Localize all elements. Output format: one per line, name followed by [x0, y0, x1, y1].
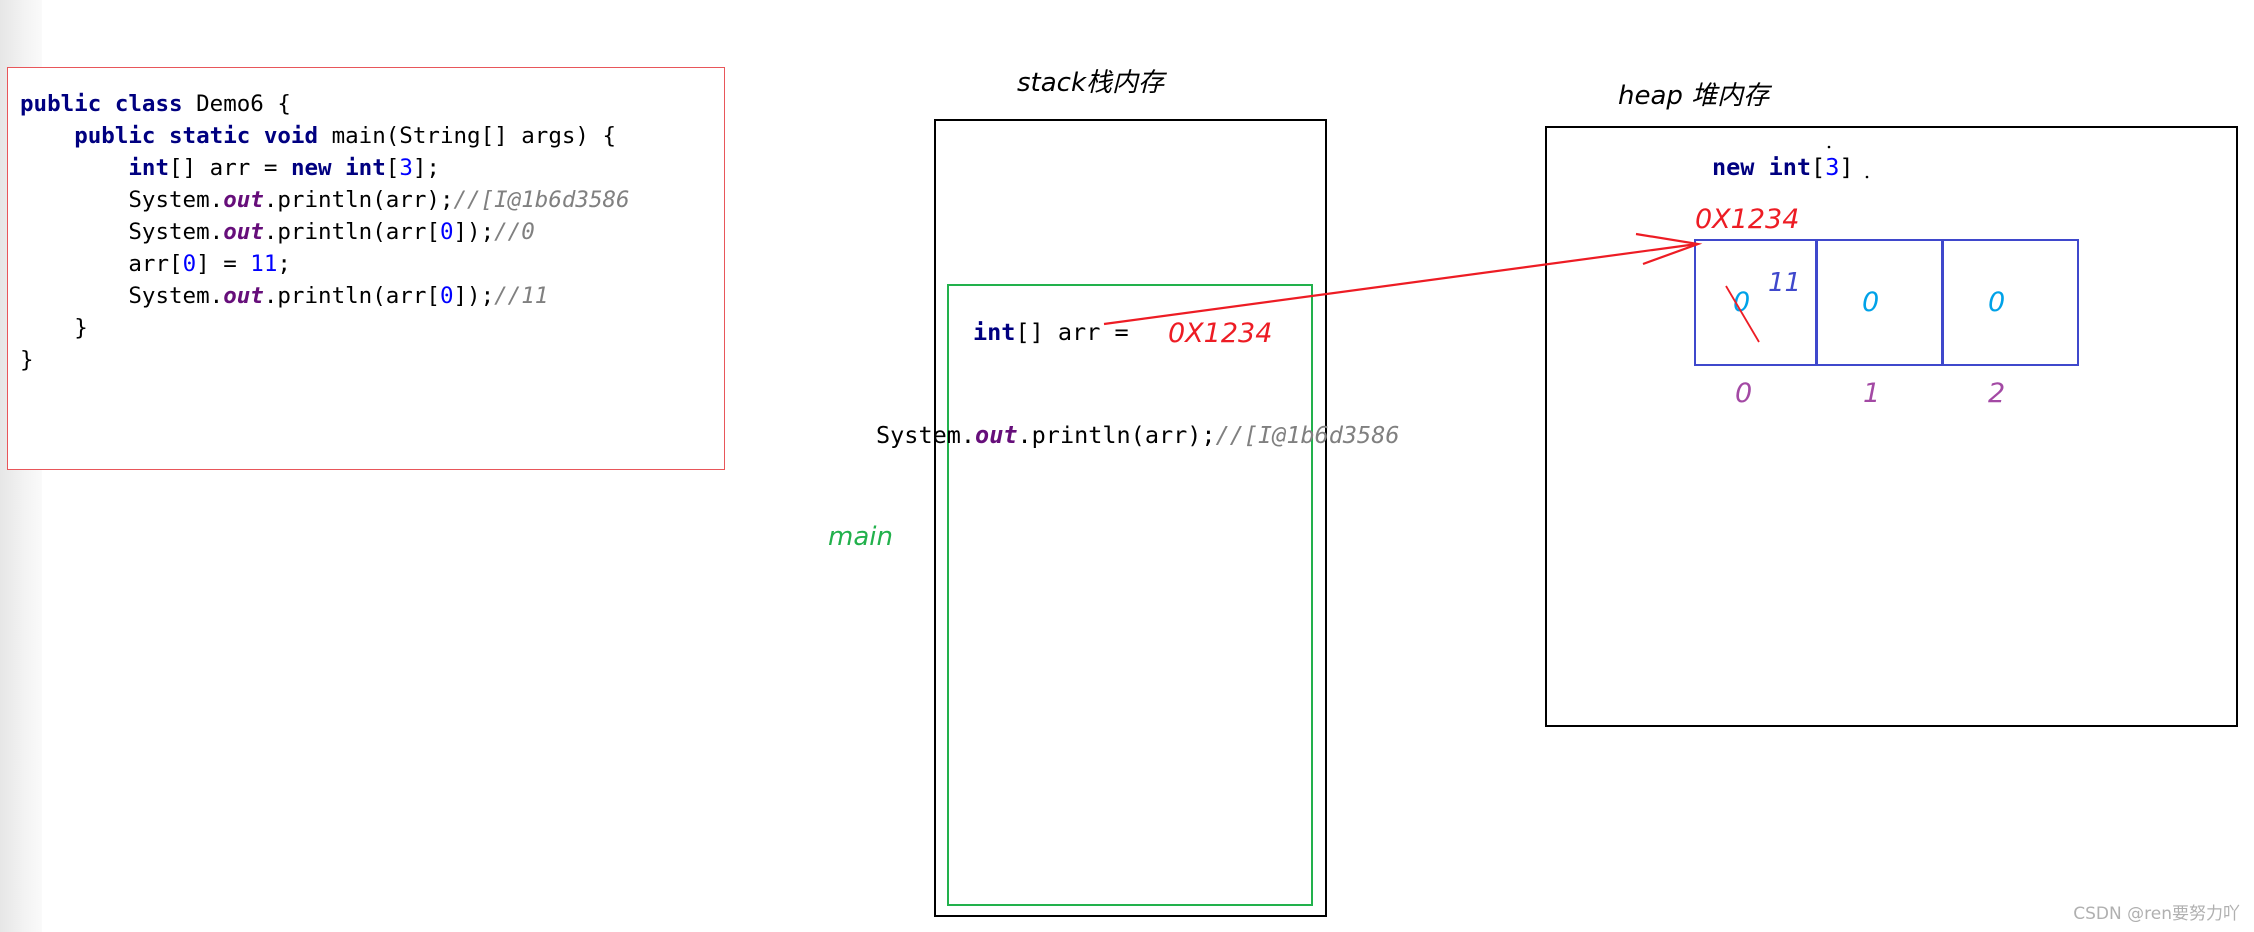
println-statement: System.out.println(arr);//[I@1b6d3586: [876, 421, 1400, 449]
arr-variable-declaration: int[] arr =: [973, 318, 1143, 346]
stack-title: stack栈内存: [1017, 68, 1165, 98]
code-line-5: System.out.println(arr[0]);//0: [128, 219, 535, 245]
code-line-7: System.out.println(arr[0]);//11: [128, 283, 549, 309]
array-cell-0-new-value: 11: [1768, 268, 1802, 298]
strike-through-mark: [1725, 285, 1760, 343]
array-index-2: 2: [1988, 378, 2006, 409]
stack-memory-box: [934, 119, 1327, 917]
array-index-1: 1: [1863, 378, 1881, 409]
main-frame-label: main: [828, 522, 893, 552]
watermark: CSDN @ren要努力吖: [2073, 904, 2240, 924]
array-index-0: 0: [1735, 378, 1753, 409]
stray-dot: [1827, 145, 1831, 149]
code-snippet-box: [7, 67, 725, 470]
code-line-6: arr[0] = 11;: [128, 251, 291, 277]
code-line-1: public class Demo6 {: [20, 91, 291, 117]
code-line-2: public static void main(String[] args) {: [74, 123, 617, 149]
reference-arrowhead: [1635, 232, 1703, 266]
code-line-9: }: [20, 347, 34, 373]
array-cell-2-value: 0: [1988, 287, 2006, 318]
array-cell-1: [1815, 239, 1944, 366]
heap-title: heap 堆内存: [1618, 81, 1770, 111]
array-cell-0: [1694, 239, 1818, 366]
code-line-8: }: [74, 315, 88, 341]
array-cell-0-old-value: 0: [1733, 287, 1751, 318]
stray-dot: [1865, 175, 1869, 179]
heap-memory-box: [1545, 126, 2238, 727]
code-snippet: public class Demo6 { public static void …: [20, 88, 630, 376]
array-cell-2: [1941, 239, 2079, 366]
array-cell-1-value: 0: [1862, 287, 1880, 318]
new-array-expression: new int[3]: [1712, 153, 1854, 181]
stack-address-label: 0X1234: [1168, 318, 1273, 349]
code-line-4: System.out.println(arr);//[I@1b6d3586: [128, 187, 630, 213]
code-line-3: int[] arr = new int[3];: [128, 155, 440, 181]
heap-address-label: 0X1234: [1695, 204, 1800, 235]
reference-arrow-line: [1103, 242, 1698, 326]
main-stack-frame: [947, 284, 1313, 906]
